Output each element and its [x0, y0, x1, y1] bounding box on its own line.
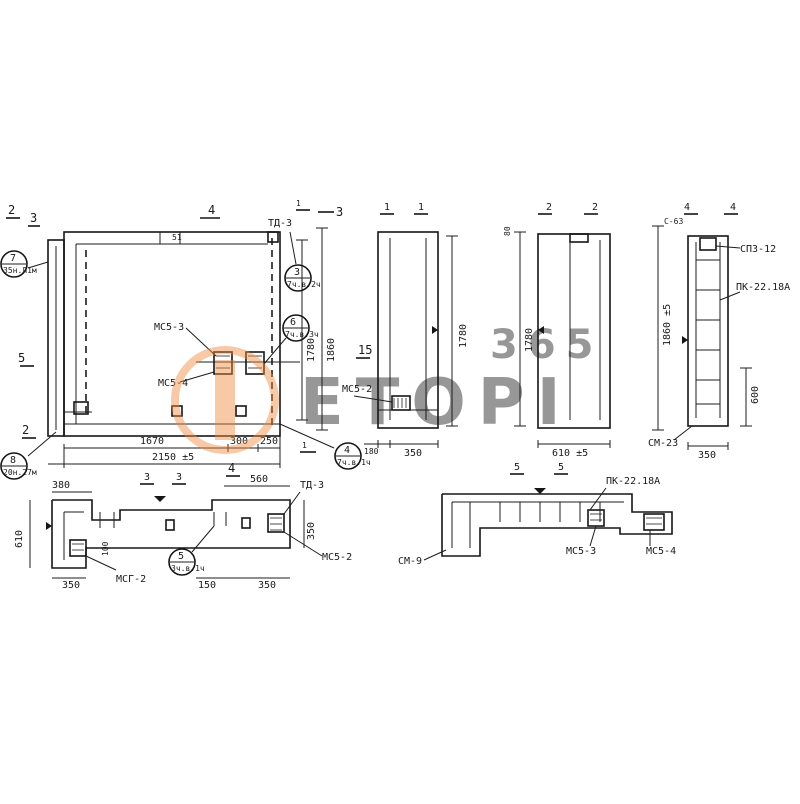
- section-mark-5: 5: [18, 351, 25, 365]
- section-3-title-left: 3: [144, 472, 150, 483]
- callout-6: 6 7ч.в.3ч: [282, 314, 319, 342]
- watermark: 365 ETOPI: [171, 322, 604, 454]
- section-1-dim-350: 350: [404, 448, 422, 459]
- section-2-dim-1780: 1780: [524, 328, 535, 352]
- section-3-dim-560: 560: [250, 474, 268, 485]
- section-3-dim-350-side: 350: [306, 522, 317, 540]
- section-mark-4-top: 4: [208, 203, 215, 217]
- section-2-2: 2 2 1780 80 610 ±5: [503, 202, 611, 459]
- section-mark-2-top: 2: [8, 203, 15, 217]
- section-3-mark-4: 4: [228, 461, 235, 475]
- dim-1780-elev: 1780: [306, 338, 317, 362]
- section-3-label-mcf2: МСГ-2: [116, 574, 146, 585]
- svg-text:7: 7: [10, 253, 16, 264]
- section-3-dim-350-left: 350: [62, 580, 80, 591]
- label-td3: ТД-3: [268, 218, 292, 229]
- section-5-label-mcs4: МС5-4: [646, 546, 676, 557]
- section-4-label-s63: С-63: [664, 217, 683, 226]
- watermark-bar: [215, 360, 235, 440]
- section-4-title-left: 4: [684, 202, 690, 213]
- section-2-mark-80: 80: [503, 226, 512, 236]
- section-2-dim-610: 610 ±5: [552, 448, 588, 459]
- section-4-dim-350: 350: [698, 450, 716, 461]
- svg-text:20н.27м: 20н.27м: [3, 468, 37, 477]
- mark-1-right: 1: [302, 441, 307, 450]
- section-2-title-left: 2: [546, 202, 552, 213]
- dim-2150: 2150 ±5: [152, 452, 194, 463]
- embed-plate-mcs4: [245, 351, 265, 375]
- section-4-4: 4 4 С-63 СПЗ-12 ПК-22.18А СМ-23 1860 ±5 …: [648, 202, 790, 461]
- section-5-5: 5 5 ПК-22.18А СМ-9 МС5-3 МС5-4: [398, 462, 676, 567]
- section-4-label-spz: СПЗ-12: [740, 244, 776, 255]
- section-5-title-right: 5: [558, 462, 564, 473]
- elevation-view: МС5-3 МС5-4 ТД-3 51 2 3 4 3 1 5 2 1 1670…: [6, 199, 343, 468]
- section-1-title-right: 1: [418, 202, 424, 213]
- section-mark-3-top: 3: [30, 211, 37, 225]
- svg-text:5: 5: [178, 551, 184, 562]
- dim-1670: 1670: [140, 436, 164, 447]
- main-body: [63, 231, 281, 437]
- label-mcs4: МС5-4: [158, 378, 188, 389]
- svg-text:7ч.в.2ч: 7ч.в.2ч: [287, 280, 321, 289]
- watermark-number: 365: [490, 322, 604, 368]
- section-5-label-pk: ПК-22.18А: [606, 476, 660, 487]
- section-4-label-sm23: СМ-23: [648, 438, 678, 449]
- callout-5: 5 3ч.в.1ч: [168, 525, 215, 576]
- label-51: 51: [172, 233, 182, 242]
- svg-text:6: 6: [290, 317, 296, 328]
- embed-plate-mcs3: [213, 351, 233, 375]
- section-4-dim-600: 600: [750, 386, 761, 404]
- section-3-3: 3 3 380 560 610 350 150 350 350 100 МСГ-…: [14, 461, 352, 591]
- svg-text:8: 8: [10, 455, 16, 466]
- section-3-label-mcs2: МС5-2: [322, 552, 352, 563]
- section-5-label-mcs3: МС5-3: [566, 546, 596, 557]
- mark-1-top: 1: [296, 199, 301, 208]
- section-mark-2-bottom: 2: [22, 423, 29, 437]
- section-1-label-mcs2: МС5-2: [342, 384, 372, 395]
- callout-8: 8 20н.27м: [0, 452, 37, 480]
- section-3-dim-380: 380: [52, 480, 70, 491]
- section-5-label-sm9: СМ-9: [398, 556, 422, 567]
- dim-250: 250: [260, 436, 278, 447]
- callout-4: 4 7ч.в.1ч: [334, 442, 371, 470]
- watermark-ring: [171, 346, 279, 454]
- watermark-word: ETOPI: [300, 366, 573, 440]
- callout-3: 3 7ч.в.2ч: [284, 264, 321, 292]
- section-5-outline: [441, 493, 673, 557]
- svg-text:35н.Л1м: 35н.Л1м: [3, 266, 37, 275]
- section-5-title-left: 5: [514, 462, 520, 473]
- section-2-title-right: 2: [592, 202, 598, 213]
- section-3-dim-350-right: 350: [258, 580, 276, 591]
- svg-text:4: 4: [344, 445, 350, 456]
- dim-1860-elev: 1860: [326, 338, 337, 362]
- section-3-dim-150: 150: [198, 580, 216, 591]
- dim-300: 300: [230, 436, 248, 447]
- section-3-outline: [51, 499, 291, 569]
- section-1-dim-1780: 1780: [458, 324, 469, 348]
- section-3-title-right: 3: [176, 472, 182, 483]
- svg-text:3: 3: [294, 267, 300, 278]
- svg-text:3ч.в.1ч: 3ч.в.1ч: [171, 564, 205, 573]
- section-4-dim-1860: 1860 ±5: [662, 304, 673, 346]
- section-1-title-left: 1: [384, 202, 390, 213]
- section-4-title-right: 4: [730, 202, 736, 213]
- svg-text:7ч.в.1ч: 7ч.в.1ч: [337, 458, 371, 467]
- section-3-dim-610: 610: [14, 530, 25, 548]
- section-3-dim-100: 100: [101, 541, 110, 556]
- section-1-dim-180: 180: [364, 447, 379, 456]
- section-4-label-pk: ПК-22.18А: [736, 282, 790, 293]
- label-mcs3: МС5-3: [154, 322, 184, 333]
- callout-7: 7 35н.Л1м: [0, 250, 37, 278]
- section-1-1: 1 1 МС5-2 1780 180 350 15: [342, 202, 469, 459]
- section-mark-3-right: 3: [336, 205, 343, 219]
- section-1-mark-15: 15: [358, 343, 372, 357]
- section-3-label-td3: ТД-3: [300, 480, 324, 491]
- svg-text:7ч.в.3ч: 7ч.в.3ч: [285, 330, 319, 339]
